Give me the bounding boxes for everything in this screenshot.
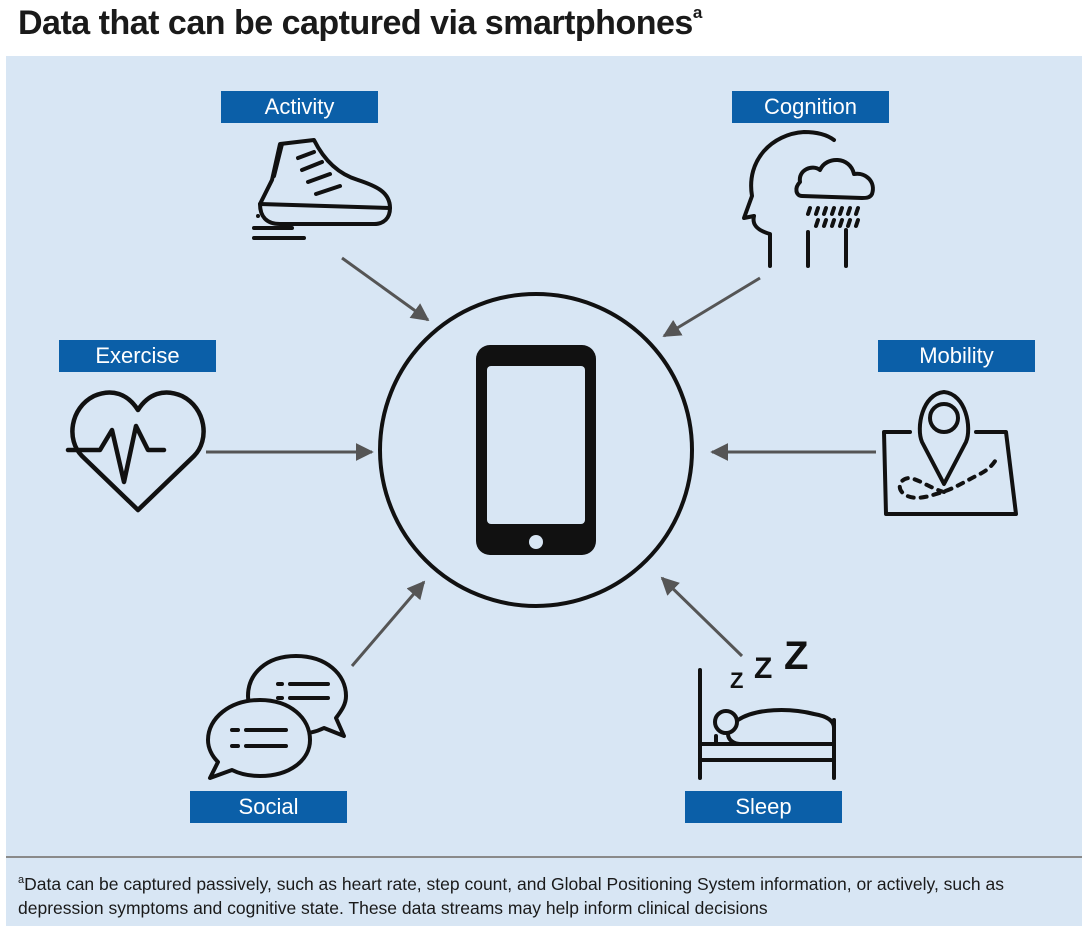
running-shoe-icon (252, 138, 392, 240)
arrow-social (350, 580, 426, 667)
smartphone-icon (378, 292, 694, 608)
zzz-glyph-large: Z (784, 634, 809, 678)
label-cognition: Cognition (732, 91, 889, 123)
footnote: aData can be captured passively, such as… (6, 858, 1082, 926)
label-sleep: Sleep (685, 791, 842, 823)
footnote-text: Data can be captured passively, such as … (18, 873, 1004, 918)
map-location-pin-icon (882, 390, 1018, 516)
page-title: Data that can be captured via smartphone… (18, 2, 702, 43)
title-text: Data that can be captured via smartphone… (18, 4, 693, 42)
title-footnote-marker: a (692, 2, 702, 22)
footnote-divider (6, 856, 1082, 858)
arrow-activity (341, 256, 430, 322)
zzz-glyph-medium: Z (754, 652, 773, 685)
head-with-raincloud-icon (742, 130, 875, 268)
footnote-marker: a (18, 874, 25, 886)
arrow-cognition (662, 276, 761, 338)
label-exercise: Exercise (59, 340, 216, 372)
zzz-glyph-small: Z (730, 668, 744, 693)
chat-bubbles-icon (206, 654, 348, 780)
label-social: Social (190, 791, 347, 823)
bed-sleep-zzz-icon (698, 668, 836, 780)
label-activity: Activity (221, 91, 378, 123)
heart-pulse-icon (65, 390, 206, 513)
arrow-sleep (660, 576, 744, 658)
label-mobility: Mobility (878, 340, 1035, 372)
